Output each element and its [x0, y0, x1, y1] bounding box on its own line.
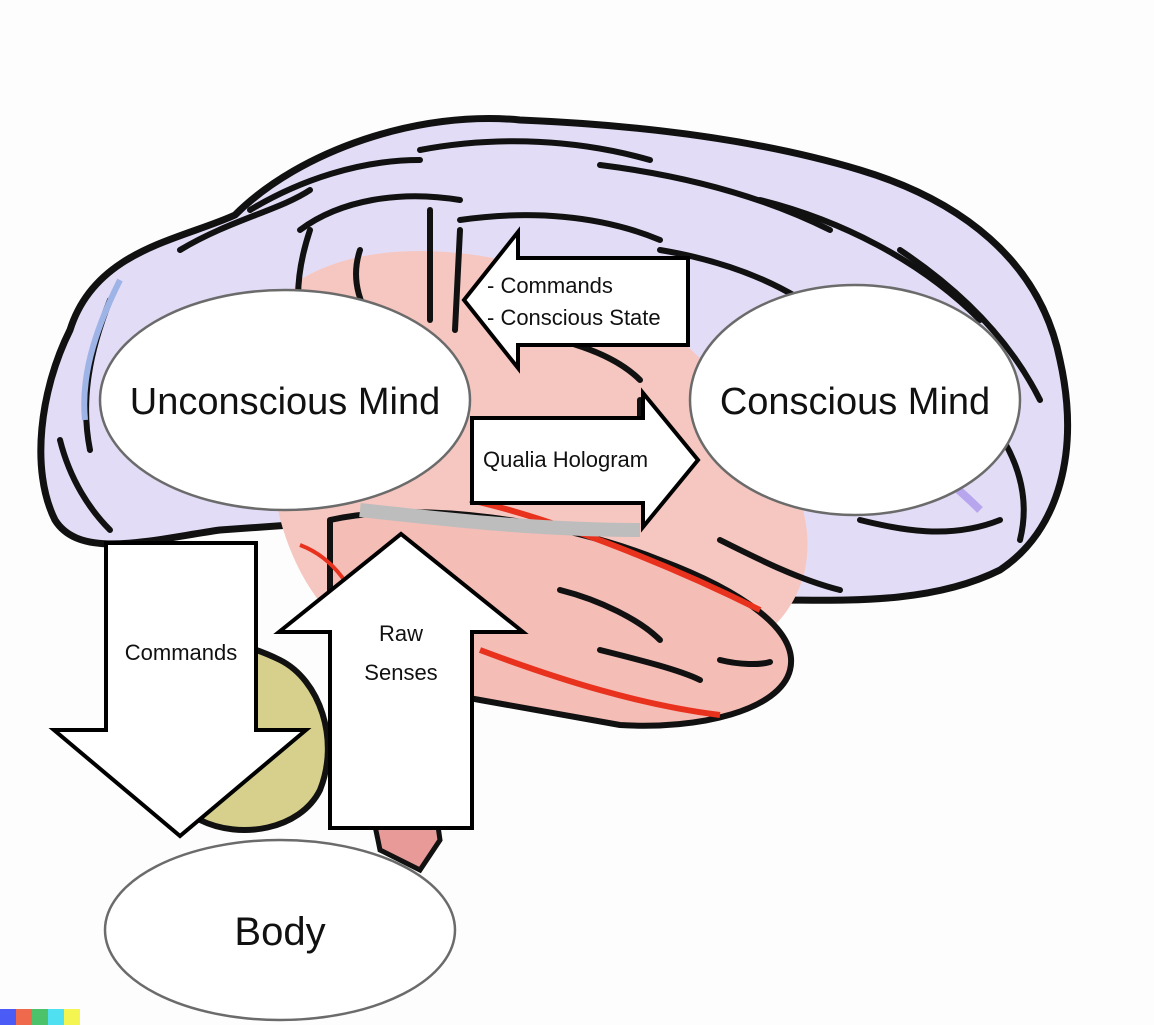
node-unconscious-mind	[98, 288, 472, 512]
watermark-swatch	[48, 1009, 64, 1025]
watermark-swatch	[64, 1009, 80, 1025]
edge-label-commands-down: Commands	[125, 640, 237, 665]
edge-label-raw-line: Raw	[379, 621, 423, 646]
edge-label-commands-line: - Commands	[487, 273, 613, 298]
arrow-body-to-unconscious	[273, 531, 529, 830]
watermark-swatch	[0, 1009, 16, 1025]
watermark-swatch	[32, 1009, 48, 1025]
brain-blue-accent	[81, 278, 123, 421]
node-body	[103, 838, 457, 1022]
arrow-conscious-to-unconscious	[461, 226, 690, 374]
node-label-conscious-mind: Conscious Mind	[720, 381, 990, 423]
brain-accent-line	[469, 497, 762, 613]
node-conscious-mind	[688, 283, 1022, 517]
watermark-swatch	[16, 1009, 32, 1025]
brain-grey-strip	[359, 503, 641, 537]
brain-accent-line	[478, 647, 721, 718]
arrow-unconscious-to-conscious	[470, 387, 701, 533]
node-label-body: Body	[234, 910, 325, 954]
arrow-unconscious-to-body	[48, 541, 312, 839]
node-label-unconscious-mind: Unconscious Mind	[130, 381, 440, 423]
edge-label-qualia-hologram: Qualia Hologram	[483, 447, 648, 472]
edge-label-conscious-state-line: - Conscious State	[487, 305, 661, 330]
edge-label-senses-line: Senses	[364, 660, 437, 685]
